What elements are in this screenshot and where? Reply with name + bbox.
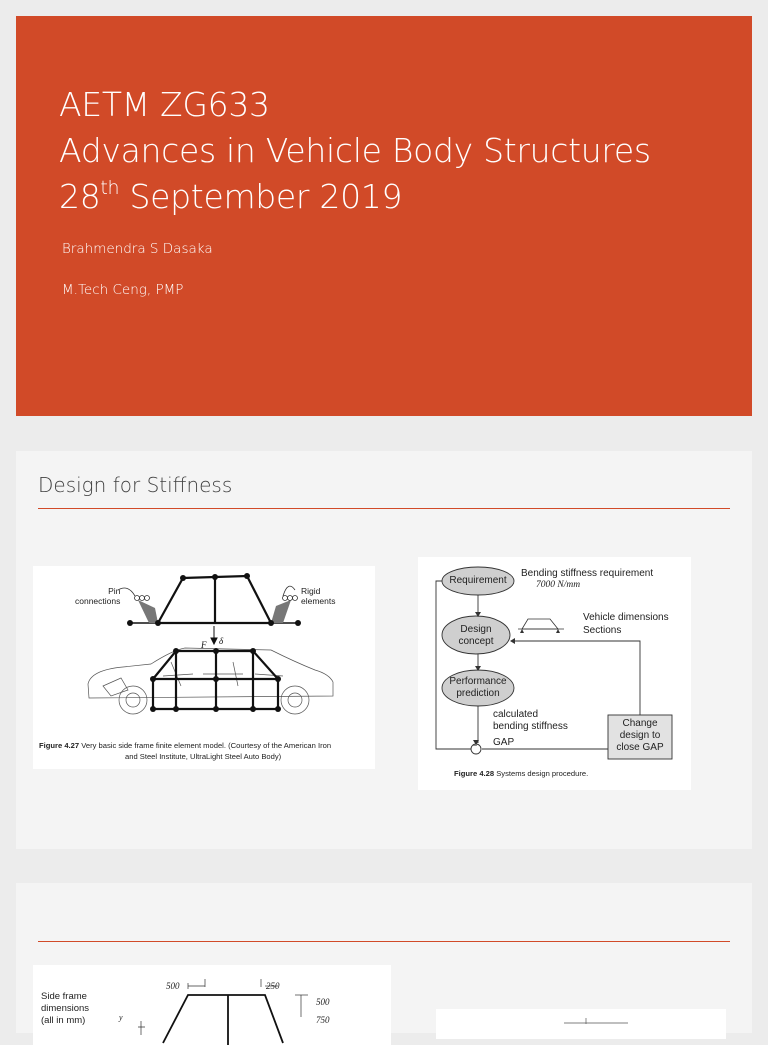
course-name: Advances in Vehicle Body Structures [59, 131, 651, 170]
course-code: AETM ZG633 [59, 85, 270, 124]
label-requirement-value: 7000 N/mm [536, 580, 581, 590]
title-block: AETM ZG633 Advances in Vehicle Body Stru… [59, 82, 651, 220]
caption-number: Figure 4.28 [454, 769, 495, 778]
figure-caption-4-28: Figure 4.28 Systems design procedure. [454, 769, 588, 778]
date-day: 28 [59, 177, 101, 216]
label-sections: Sections [583, 625, 622, 636]
caption-number: Figure 4.27 [39, 741, 80, 750]
node-performance-prediction[interactable]: Performance prediction [449, 676, 507, 699]
date-suffix: th [100, 177, 120, 199]
author-name: Brahmendra S Dasaka [62, 241, 213, 257]
label-side-frame-dimensions: Side frame dimensions (all in mm) [41, 991, 90, 1026]
label-minus-junction: − [473, 743, 478, 750]
side-frame-diagram: F δ [87, 573, 334, 715]
heading-rule [38, 941, 730, 942]
label-pin-connections: Pin connections [75, 586, 121, 606]
heading-rule [38, 508, 730, 509]
slide-side-frame-dimensions: Side frame dimensions (all in mm) 500 25… [16, 883, 752, 1045]
figure-side-frame-model: F δ [33, 566, 375, 769]
dim-500-right: 500 [316, 997, 330, 1007]
design-procedure-diagram [435, 566, 673, 760]
figure-systems-design: Requirement Bending stiffness requiremen… [418, 557, 691, 790]
label-gap: GAP [493, 737, 515, 748]
dim-750: 750 [316, 1015, 330, 1025]
title-slide: AETM ZG633 Advances in Vehicle Body Stru… [16, 16, 752, 416]
figure-caption-4-27: Figure 4.27 Very basic side frame finite… [39, 741, 331, 750]
axis-y-label: y [119, 1013, 123, 1022]
author-credentials: M.Tech Ceng, PMP [62, 282, 184, 298]
dim-250: 250 [266, 981, 280, 991]
node-change-design[interactable]: Change design to close GAP [616, 718, 664, 753]
figure-side-frame-dimensions: Side frame dimensions (all in mm) 500 25… [33, 965, 391, 1045]
slide-heading: Design for Stiffness [38, 473, 233, 497]
date-rest: September 2019 [119, 177, 403, 216]
slide-design-for-stiffness: Design for Stiffness [16, 451, 752, 849]
label-bending-requirement: Bending stiffness requirement [521, 568, 654, 579]
caption-line1: Very basic side frame finite element mod… [79, 741, 332, 750]
node-design-concept[interactable]: Design concept [458, 624, 494, 647]
figure-caption-4-27-line2: and Steel Institute, UltraLight Steel Au… [125, 752, 282, 761]
caption-text: Systems design procedure. [494, 769, 589, 778]
figure-right-partial [436, 1009, 726, 1039]
dim-500-top: 500 [166, 981, 180, 991]
label-delta: δ [219, 636, 224, 646]
label-calculated-stiffness: calculated bending stiffness [493, 709, 568, 732]
label-rigid-elements: Rigid elements [301, 586, 336, 606]
node-requirement[interactable]: Requirement [449, 575, 507, 586]
label-F: F [200, 640, 207, 650]
label-vehicle-dimensions: Vehicle dimensions [583, 612, 669, 623]
lecture-date: 28th September 2019 [59, 174, 651, 220]
partial-figure-sketch [564, 1018, 628, 1024]
